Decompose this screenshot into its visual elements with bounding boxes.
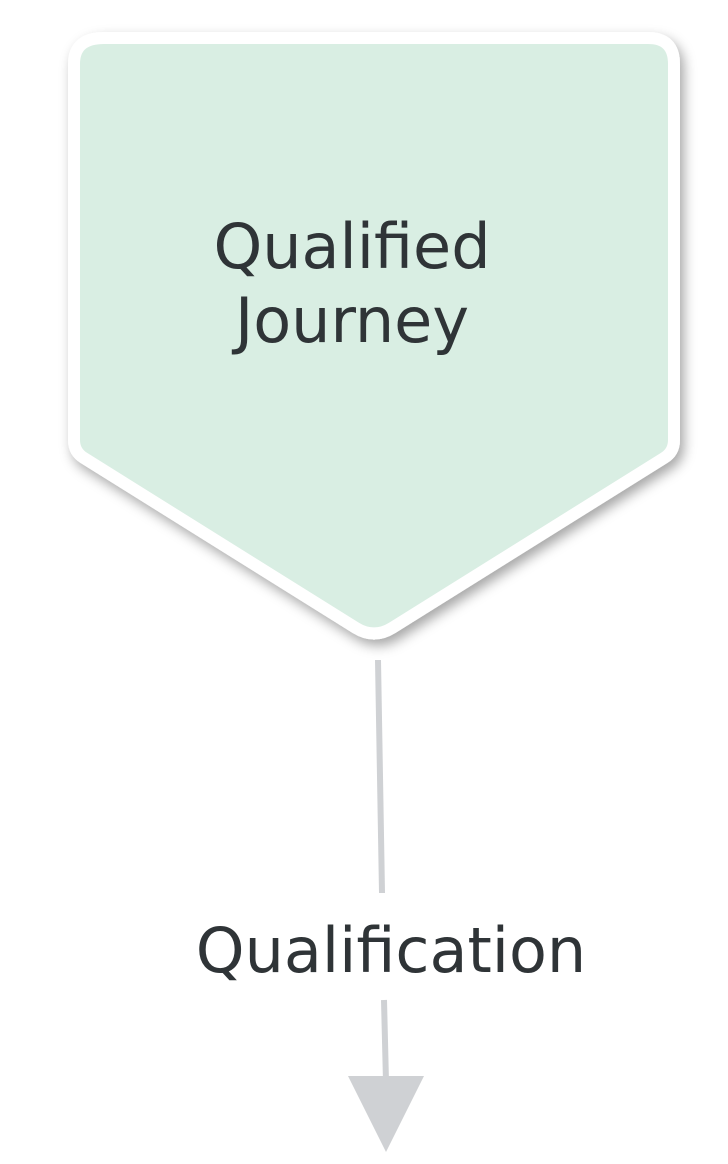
- edge-label: Qualification: [196, 914, 586, 987]
- qualification-edge[interactable]: Qualification: [196, 659, 586, 1152]
- edge-line-lower: [381, 999, 389, 1083]
- arrowhead-icon: [348, 1076, 424, 1152]
- start-node-shape: [68, 32, 680, 640]
- start-node[interactable]: Qualified Journey: [68, 32, 680, 640]
- edge-line-upper: [375, 659, 385, 894]
- start-node-label-line1: Qualified: [213, 210, 490, 283]
- start-node-label-line2: Journey: [231, 284, 469, 357]
